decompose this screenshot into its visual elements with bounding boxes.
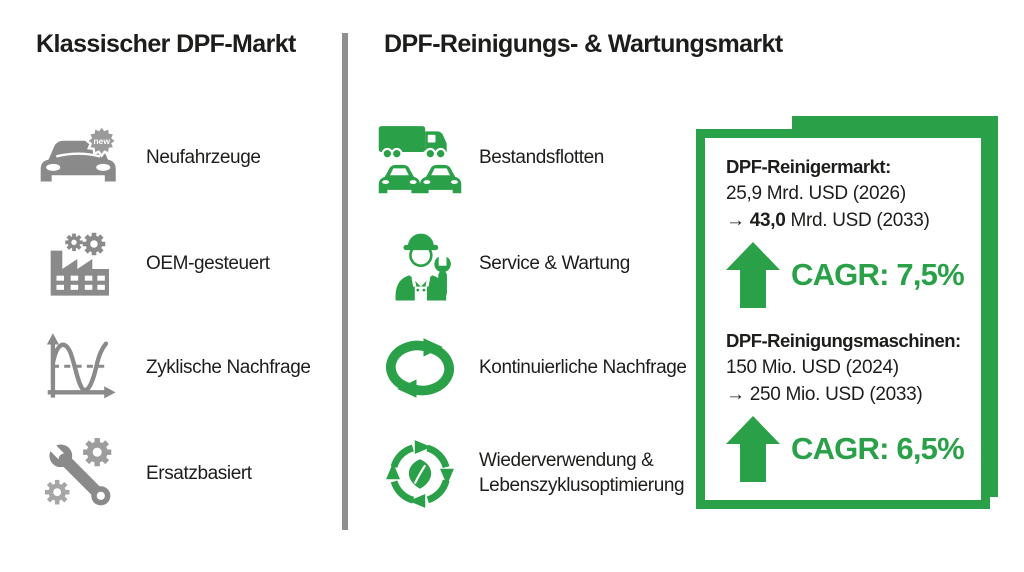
list-item-label: OEM-gesteuert xyxy=(146,252,270,274)
stats-line: → 43,0 Mrd. USD (2033) xyxy=(726,210,930,231)
list-item-label: Service & Wartung xyxy=(479,252,630,274)
cyclic-curve-icon xyxy=(36,330,122,406)
list-item-label: Kontinuierliche Nachfrage xyxy=(479,356,687,378)
factory-gears-icon xyxy=(36,224,122,304)
truck-cars-fleet-icon xyxy=(377,121,463,195)
growth-arrow-icon xyxy=(726,242,780,308)
cagr-row: CAGR: 7,5% xyxy=(726,242,975,308)
list-item: Service & Wartung xyxy=(377,214,693,314)
stats-heading: DPF-Reinigungsmaschinen: xyxy=(726,330,961,351)
mechanic-wrench-icon xyxy=(377,225,463,303)
list-item: new Neufahrzeuge xyxy=(36,108,336,208)
stats-heading: DPF-Reinigermarkt: xyxy=(726,156,891,177)
new-badge-label: new xyxy=(93,136,110,146)
list-item: Ersatzbasiert xyxy=(36,424,336,524)
column-divider xyxy=(342,33,348,530)
growth-arrow-icon xyxy=(726,416,780,482)
list-item-label: Neufahrzeuge xyxy=(146,146,261,168)
new-car-icon: new xyxy=(36,120,122,196)
leaf-recycle-icon xyxy=(377,434,463,514)
cagr-value: CAGR: 6,5% xyxy=(791,431,965,466)
left-column-title: Klassischer DPF-Markt xyxy=(36,30,296,58)
stats-section: DPF-Reinigungsmaschinen: 150 Mio. USD (2… xyxy=(726,327,975,482)
cagr-value: CAGR: 7,5% xyxy=(791,257,965,292)
stats-line: → 250 Mio. USD (2033) xyxy=(726,384,923,405)
cagr-row: CAGR: 6,5% xyxy=(726,416,975,482)
stats-line: 25,9 Mrd. USD (2026) xyxy=(726,183,906,204)
stats-line: 150 Mio. USD (2024) xyxy=(726,357,899,378)
stats-section: DPF-Reinigermarkt: 25,9 Mrd. USD (2026) … xyxy=(726,153,975,308)
right-column-title: DPF-Reinigungs- & Wartungsmarkt xyxy=(384,30,783,58)
list-item: Bestandsflotten xyxy=(377,108,693,208)
list-item-label: Bestandsflotten xyxy=(479,146,604,168)
list-item-label: Wiederverwendung & Lebenszyklusoptimieru… xyxy=(479,450,685,496)
list-item: Wiederverwendung & Lebenszyklusoptimieru… xyxy=(377,424,693,524)
list-item-label: Zyklische Nachfrage xyxy=(146,356,311,378)
list-item-label: Ersatzbasiert xyxy=(146,462,252,484)
wrench-gears-icon xyxy=(36,434,122,514)
list-item: Kontinuierliche Nachfrage xyxy=(377,318,693,418)
circular-arrows-icon xyxy=(377,336,463,400)
market-stats-box: DPF-Reinigermarkt: 25,9 Mrd. USD (2026) … xyxy=(696,129,990,509)
list-item: OEM-gesteuert xyxy=(36,214,336,314)
list-item: Zyklische Nachfrage xyxy=(36,318,336,418)
